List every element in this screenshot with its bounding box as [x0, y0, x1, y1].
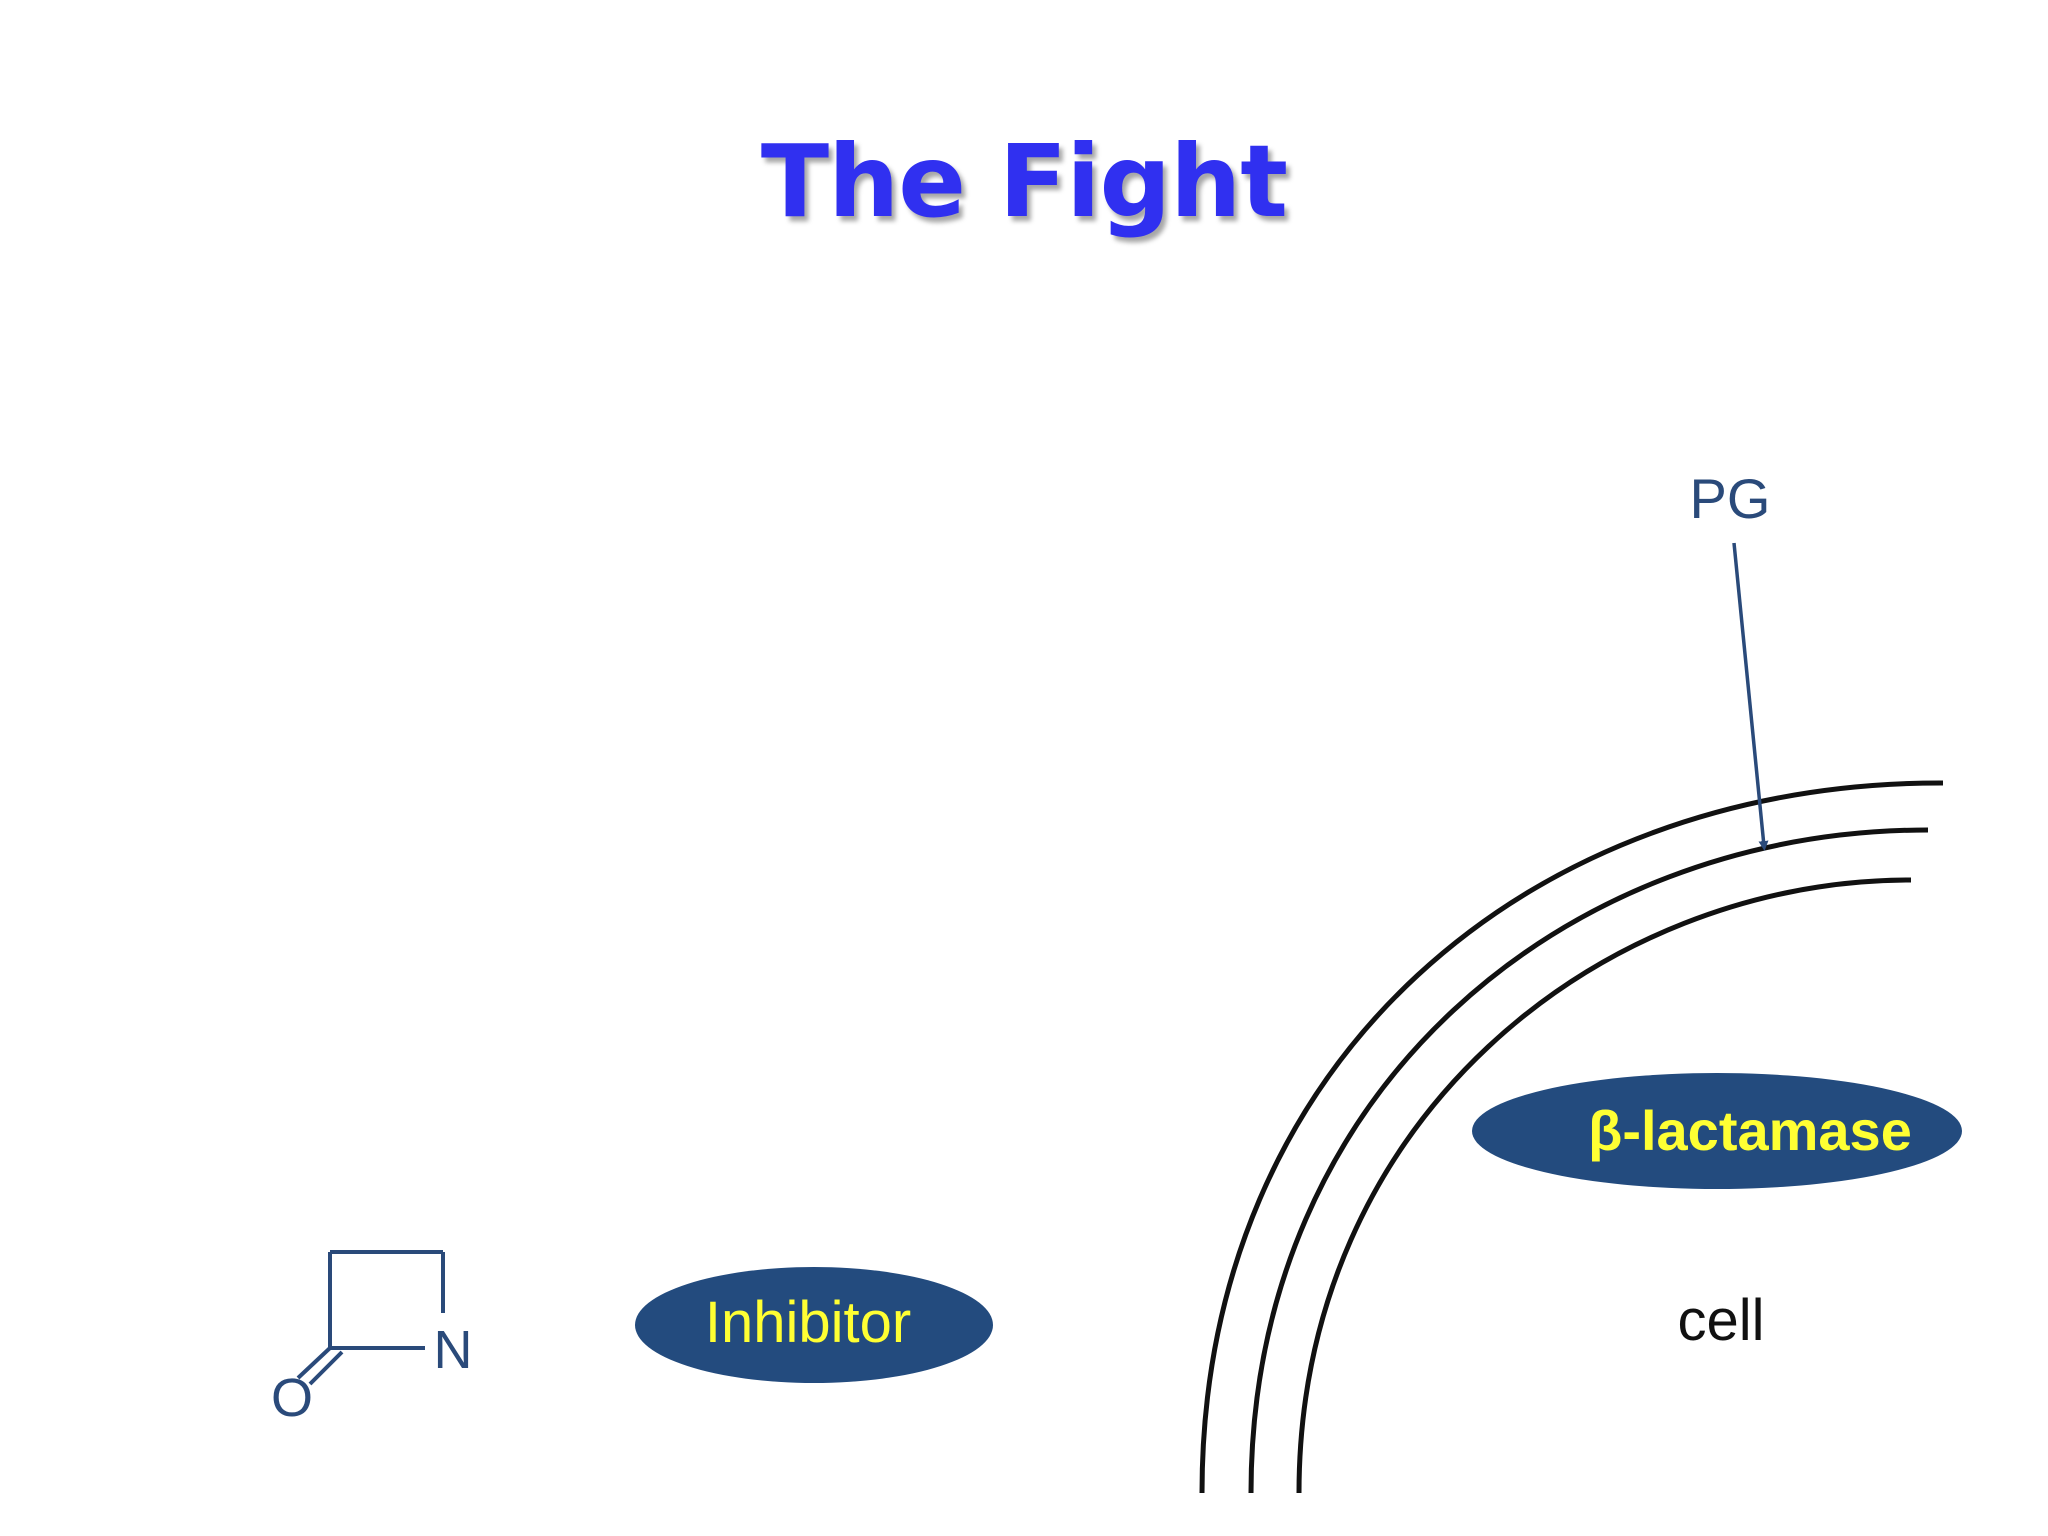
- beta-lactamase-enzyme: β-lactamase: [1472, 1073, 1962, 1189]
- inhibitor-molecule: Inhibitor: [635, 1267, 993, 1383]
- inner-membrane: [1296, 877, 1912, 1494]
- slide-title: The Fight: [760, 123, 1288, 240]
- cell-label: cell: [1677, 1288, 1764, 1353]
- pg-arrow: [1732, 542, 1769, 851]
- outer-membrane: [1199, 780, 1944, 1494]
- beta-lactam-ring-structure: [296, 1250, 445, 1386]
- carbonyl-bond-1: [296, 1346, 332, 1380]
- inhibitor-label: Inhibitor: [705, 1290, 911, 1355]
- cell-envelope: [1199, 780, 1944, 1494]
- carbonyl-bond-2: [308, 1350, 344, 1386]
- inhibitor-ellipse: [635, 1267, 993, 1383]
- beta-lactamase-ellipse: [1472, 1073, 1962, 1189]
- peptidoglycan-layer: [1248, 827, 1929, 1494]
- pg-label: PG: [1690, 467, 1771, 530]
- nitrogen-atom-label: N: [434, 1320, 473, 1380]
- oxygen-atom-label: O: [271, 1368, 313, 1428]
- beta-lactamase-label: β-lactamase: [1588, 1099, 1912, 1162]
